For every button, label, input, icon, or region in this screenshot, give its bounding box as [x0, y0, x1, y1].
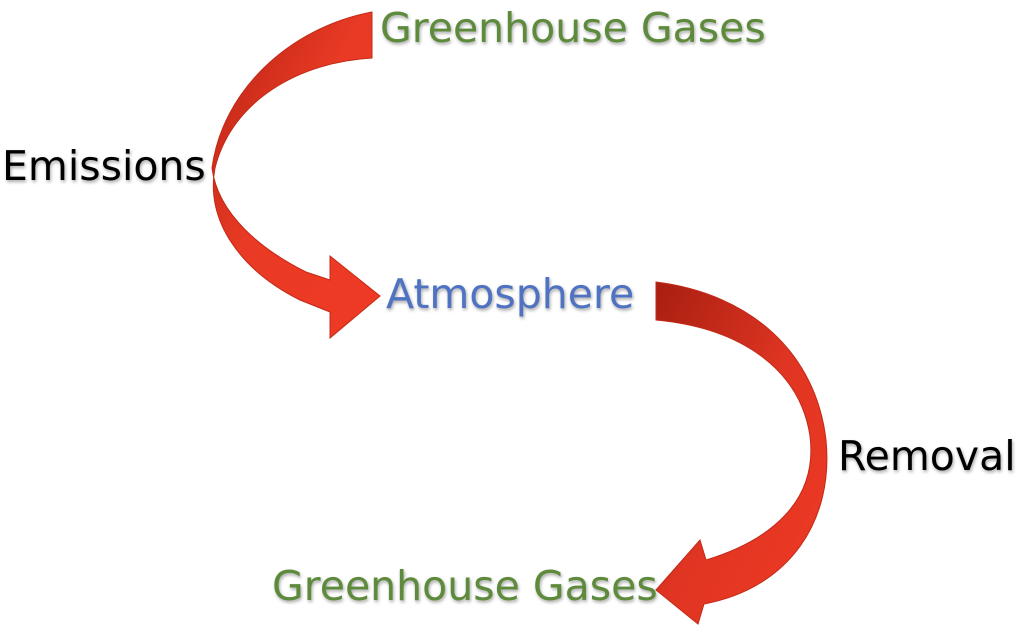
removal-arrow-icon [655, 281, 828, 625]
removal-process-label: Removal [838, 432, 1016, 480]
greenhouse-gases-source-label: Greenhouse Gases [380, 4, 766, 52]
atmosphere-reservoir-label: Atmosphere [386, 270, 635, 318]
emissions-process-label: Emissions [2, 142, 206, 190]
greenhouse-gases-sink-label: Greenhouse Gases [272, 562, 658, 610]
emissions-arrow-icon [211, 11, 381, 340]
